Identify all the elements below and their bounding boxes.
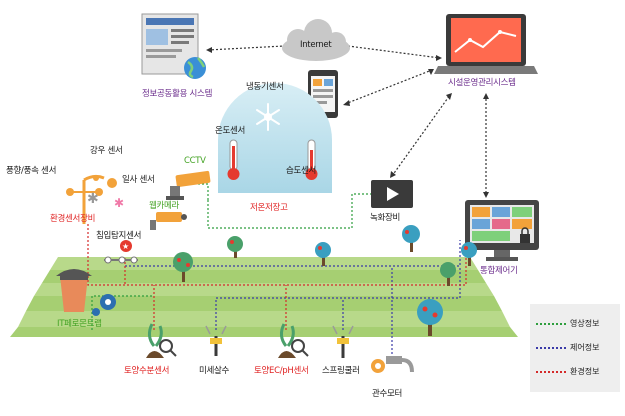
snowflake-icon — [256, 103, 280, 131]
freezer-sensor-label: 냉동기센서 — [246, 82, 284, 92]
info-sharing-system-label: 정보공동활용 시스템 — [142, 89, 213, 99]
soil-moisture-sensor-icon — [146, 323, 177, 358]
intrusion-sensor-icon: ★ — [104, 240, 138, 264]
integrated-controller-icon — [465, 200, 539, 261]
arrowheads — [206, 47, 489, 198]
control-info-lines — [125, 240, 461, 354]
internet-label: Internet — [300, 40, 332, 50]
solar-sensor-label: 일사 센서 — [122, 175, 155, 185]
pheromone-trap-label: IT페로몬트랩 — [57, 319, 102, 329]
smartphone-icon — [308, 70, 338, 118]
recording-device-label: 녹화장비 — [370, 213, 401, 223]
humidity-sensor-label: 습도센서 — [286, 166, 317, 176]
cold-storage-dome — [218, 83, 332, 193]
legend: 영상정보 제어정보 환경정보 — [530, 304, 620, 392]
facility-system-laptop-icon — [434, 14, 538, 74]
legend-item-environment: 환경정보 — [536, 366, 620, 378]
svg-text:✱: ✱ — [87, 191, 99, 207]
legend-swatch-environment — [536, 371, 566, 373]
pheromone-trap-icon — [56, 269, 116, 316]
legend-label-environment: 환경정보 — [570, 367, 600, 376]
facility-system-label: 시설운영관리시스템 — [448, 78, 516, 88]
internet-cloud-icon — [282, 19, 350, 61]
legend-swatch-control — [536, 347, 566, 349]
legend-item-video: 영상정보 — [536, 318, 620, 330]
webcam-icon — [150, 212, 187, 230]
svg-text:✱: ✱ — [114, 196, 124, 210]
svg-text:★: ★ — [122, 242, 129, 251]
micro-sprinkler-label: 미세살수 — [199, 366, 230, 376]
apple-trees — [173, 225, 477, 336]
legend-label-video: 영상정보 — [570, 319, 600, 328]
thermometer-left-icon — [227, 139, 240, 180]
sprinkler-icon — [332, 325, 354, 358]
intrusion-sensor-label: 침입탐지센서 — [96, 231, 142, 241]
legend-item-control: 제어정보 — [536, 342, 620, 354]
cctv-label: CCTV — [184, 156, 206, 166]
recording-device-icon — [371, 180, 413, 208]
video-info-lines — [91, 183, 372, 330]
wind-sensor-label: 풍향/풍속 센서 — [6, 166, 57, 176]
env-sensor-device-label: 환경센서장비 — [50, 214, 96, 224]
irrigation-motor-label: 관수모터 — [372, 389, 403, 399]
info-sharing-system-icon — [141, 13, 206, 79]
weather-station-icon: ✱ ✱ — [66, 174, 124, 224]
webcam-label: 웹카메라 — [149, 201, 180, 211]
soil-ec-ph-sensor-label: 토양EC/pH센서 — [254, 366, 309, 376]
rain-sensor-label: 강우 센서 — [90, 146, 123, 156]
legend-label-control: 제어정보 — [570, 343, 600, 352]
irrigation-motor-icon — [371, 356, 414, 373]
temperature-sensor-label: 온도센서 — [215, 126, 246, 136]
thermometer-right-icon — [305, 139, 318, 180]
orchard-field — [10, 257, 518, 337]
integrated-controller-label: 통합제어기 — [480, 266, 518, 276]
network-lines — [207, 45, 487, 196]
cctv-camera-icon — [166, 170, 211, 200]
sprinkler-label: 스프링쿨러 — [322, 366, 360, 376]
legend-swatch-video — [536, 323, 566, 325]
soil-moisture-sensor-label: 토양수분센서 — [124, 366, 170, 376]
micro-sprinkler-icon — [205, 325, 227, 356]
cold-storage-label: 저온저장고 — [250, 203, 288, 213]
soil-ec-ph-sensor-icon — [278, 323, 309, 358]
